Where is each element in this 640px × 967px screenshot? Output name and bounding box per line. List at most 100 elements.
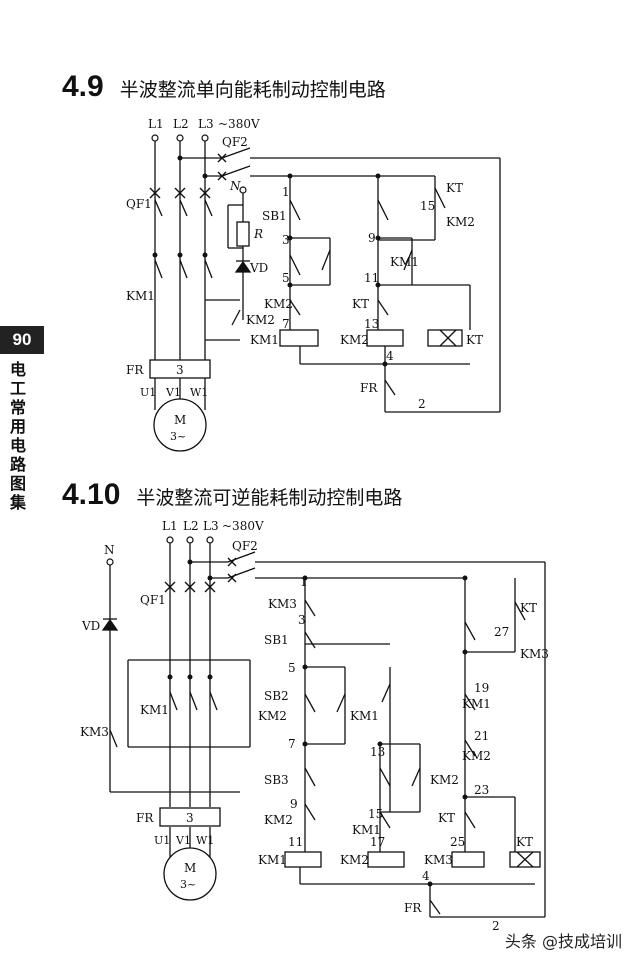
- label-node-5: 5: [288, 661, 296, 675]
- label-node-19: 19: [474, 681, 489, 695]
- circuit-diagram-4-9: L1 L2 L3 ~380V QF2 N QF1 R VD KM1 KM2 FR…: [126, 117, 501, 452]
- label-node-1: 1: [282, 185, 290, 199]
- circuit-diagram-4-10: L1 L2 L3 ~380V QF2 N VD QF1 KM1 KM2 KM3 …: [80, 519, 549, 933]
- label-u1: U1: [154, 834, 170, 847]
- label-w1: W1: [196, 834, 214, 847]
- label-node-3: 3: [282, 233, 290, 247]
- label-fr-num: 3: [186, 811, 194, 825]
- label-km1-ctrl3: KM1: [462, 697, 491, 711]
- label-kt-top: KT: [446, 181, 463, 195]
- label-km2-top: KM2: [446, 215, 475, 229]
- label-qf2: QF2: [232, 539, 258, 553]
- label-node-25: 25: [450, 835, 465, 849]
- section-title-4-10: 4.10 半波整流可逆能耗制动控制电路: [62, 478, 402, 512]
- label-motor: M: [174, 413, 186, 427]
- label-qf2: QF2: [222, 135, 248, 149]
- label-km2-main: KM2: [258, 709, 287, 723]
- label-km1-coil: KM1: [250, 333, 279, 347]
- label-km1-coil: KM1: [258, 853, 287, 867]
- label-node-17: 17: [370, 835, 385, 849]
- book-title: 电工常用电路图集: [10, 360, 27, 512]
- section-number: 4.9: [62, 70, 104, 103]
- label-l3: L3: [198, 117, 214, 131]
- label-node-4: 4: [422, 869, 430, 883]
- label-km2-coil: KM2: [340, 853, 369, 867]
- label-kt-contact: KT: [352, 297, 369, 311]
- junction-dots: [167, 559, 468, 887]
- contacts: [109, 551, 526, 915]
- label-fr-num: 3: [176, 363, 184, 377]
- section-heading: 半波整流单向能耗制动控制电路: [119, 79, 386, 101]
- label-voltage: ~380V: [222, 519, 264, 533]
- label-l2: L2: [173, 117, 189, 131]
- label-node-3: 3: [298, 613, 306, 627]
- diode-symbol: [101, 618, 534, 868]
- label-n: N: [104, 543, 115, 557]
- section-heading: 半波整流可逆能耗制动控制电路: [136, 487, 403, 509]
- label-qf1: QF1: [140, 593, 166, 607]
- circuit-labels: L1 L2 L3 ~380V QF2 N QF1 R VD KM1 KM2 FR…: [126, 117, 483, 443]
- label-km3-ctrl: KM3: [268, 597, 297, 611]
- label-vd: VD: [81, 619, 100, 633]
- label-km3-top: KM3: [520, 647, 549, 661]
- label-motor: M: [184, 861, 196, 875]
- label-node-1: 1: [300, 575, 308, 589]
- label-l1: L1: [148, 117, 164, 131]
- label-fr: FR: [136, 811, 154, 825]
- label-km1-main: KM1: [126, 289, 155, 303]
- label-node-23: 23: [474, 783, 489, 797]
- label-motor-phase: 3~: [180, 878, 196, 891]
- label-km2-coil: KM2: [340, 333, 369, 347]
- label-voltage: ~380V: [218, 117, 260, 131]
- label-node-4: 4: [386, 349, 394, 363]
- breaker-marks: [164, 557, 237, 593]
- components: [159, 807, 541, 901]
- label-kt-top: KT: [520, 601, 537, 615]
- wires: [154, 140, 501, 413]
- label-node-21: 21: [474, 729, 489, 743]
- label-km2-ctrl: KM2: [264, 297, 293, 311]
- terminals: [106, 536, 214, 566]
- label-kt-coil: KT: [516, 835, 533, 849]
- label-sb3: SB3: [264, 773, 289, 787]
- circuit-labels: L1 L2 L3 ~380V QF2 N VD QF1 KM1 KM2 KM3 …: [80, 519, 549, 933]
- wires: [109, 542, 546, 918]
- label-sb1: SB1: [262, 209, 287, 223]
- label-l3: L3: [203, 519, 219, 533]
- components: [149, 221, 463, 452]
- label-l2: L2: [183, 519, 199, 533]
- label-r: R: [253, 227, 263, 241]
- label-qf1: QF1: [126, 197, 152, 211]
- diode-symbol: [234, 260, 457, 347]
- label-km2-ctrl3: KM2: [462, 749, 491, 763]
- label-u1: U1: [140, 386, 156, 399]
- label-fr: FR: [126, 363, 144, 377]
- label-node-9: 9: [290, 797, 298, 811]
- label-n: N: [229, 179, 241, 193]
- label-sb1: SB1: [264, 633, 289, 647]
- section-title-4-9: 4.9 半波整流单向能耗制动控制电路: [62, 70, 386, 104]
- label-kt-contact: KT: [438, 811, 455, 825]
- label-node-7: 7: [282, 317, 290, 331]
- label-v1: V1: [165, 386, 181, 399]
- label-node-7: 7: [288, 737, 296, 751]
- page-number: 90: [0, 326, 44, 354]
- label-node-2: 2: [418, 397, 426, 411]
- label-vd: VD: [249, 261, 268, 275]
- watermark: 头条 @技成培训: [500, 927, 626, 953]
- label-node-11: 11: [288, 835, 303, 849]
- label-node-13: 13: [364, 317, 379, 331]
- label-km1-main: KM1: [140, 703, 169, 717]
- label-node-9: 9: [368, 231, 376, 245]
- label-w1: W1: [190, 386, 208, 399]
- label-v1: V1: [175, 834, 191, 847]
- label-node-2: 2: [492, 919, 500, 933]
- section-number: 4.10: [62, 478, 121, 511]
- breaker-marks: [149, 153, 227, 199]
- junction-dots: [152, 155, 388, 367]
- label-node-5: 5: [282, 271, 290, 285]
- label-km1-hold: KM1: [350, 709, 379, 723]
- label-km3-coil: KM3: [424, 853, 453, 867]
- label-node-27: 27: [494, 625, 509, 639]
- label-node-15: 15: [368, 807, 383, 821]
